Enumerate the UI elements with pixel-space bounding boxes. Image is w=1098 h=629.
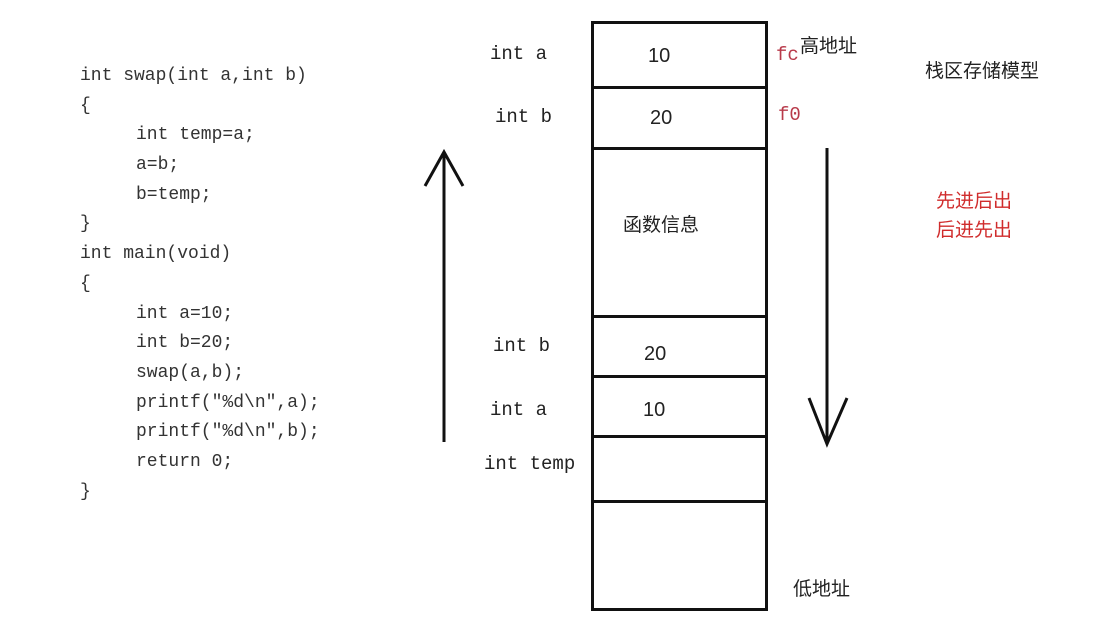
code-listing: int swap(int a,int b) { int temp=a; a=b;…	[80, 62, 320, 507]
stack-value-swap-b: 20	[644, 343, 667, 365]
stack-label-top-b: int b	[495, 106, 553, 128]
stack-divider	[594, 86, 765, 89]
stack-divider	[594, 147, 765, 150]
down-arrow-icon	[807, 148, 849, 448]
code-line: printf("%d\n",a);	[136, 392, 320, 413]
code-line: int main(void)	[80, 244, 232, 265]
fifo-note-line-2: 后进先出	[936, 219, 1013, 241]
stack-label-swap-a: int a	[490, 399, 548, 421]
low-address-label: 低地址	[793, 578, 851, 600]
stack-divider	[594, 375, 765, 378]
code-line: a=b;	[136, 155, 180, 176]
stack-divider	[594, 500, 765, 503]
stack-diagram	[591, 21, 768, 611]
code-line: {	[80, 95, 91, 116]
function-info-label: 函数信息	[623, 214, 700, 236]
fifo-note-line-1: 先进后出	[936, 190, 1013, 212]
code-line: return 0;	[136, 451, 234, 472]
code-line: int a=10;	[136, 303, 234, 324]
code-line: swap(a,b);	[136, 362, 245, 383]
code-line: b=temp;	[136, 184, 212, 205]
address-f0: f0	[778, 104, 801, 126]
stack-value-top-a: 10	[648, 45, 671, 67]
stack-value-top-b: 20	[650, 107, 673, 129]
stack-label-swap-temp: int temp	[484, 453, 576, 475]
high-address-label: 高地址	[800, 35, 858, 57]
code-line: int swap(int a,int b)	[80, 66, 307, 86]
code-line: }	[80, 481, 91, 502]
up-arrow-icon	[423, 148, 465, 442]
diagram-title: 栈区存储模型	[925, 60, 1040, 82]
code-line: {	[80, 273, 91, 294]
code-line: int b=20;	[136, 333, 234, 354]
stack-value-swap-a: 10	[643, 399, 666, 421]
stack-divider	[594, 315, 765, 318]
address-fc: fc	[776, 44, 799, 66]
stack-divider	[594, 435, 765, 438]
code-line: int temp=a;	[136, 125, 255, 146]
stack-label-top-a: int a	[490, 43, 548, 65]
stack-label-swap-b: int b	[493, 335, 551, 357]
code-line: }	[80, 214, 91, 235]
code-line: printf("%d\n",b);	[136, 422, 320, 443]
